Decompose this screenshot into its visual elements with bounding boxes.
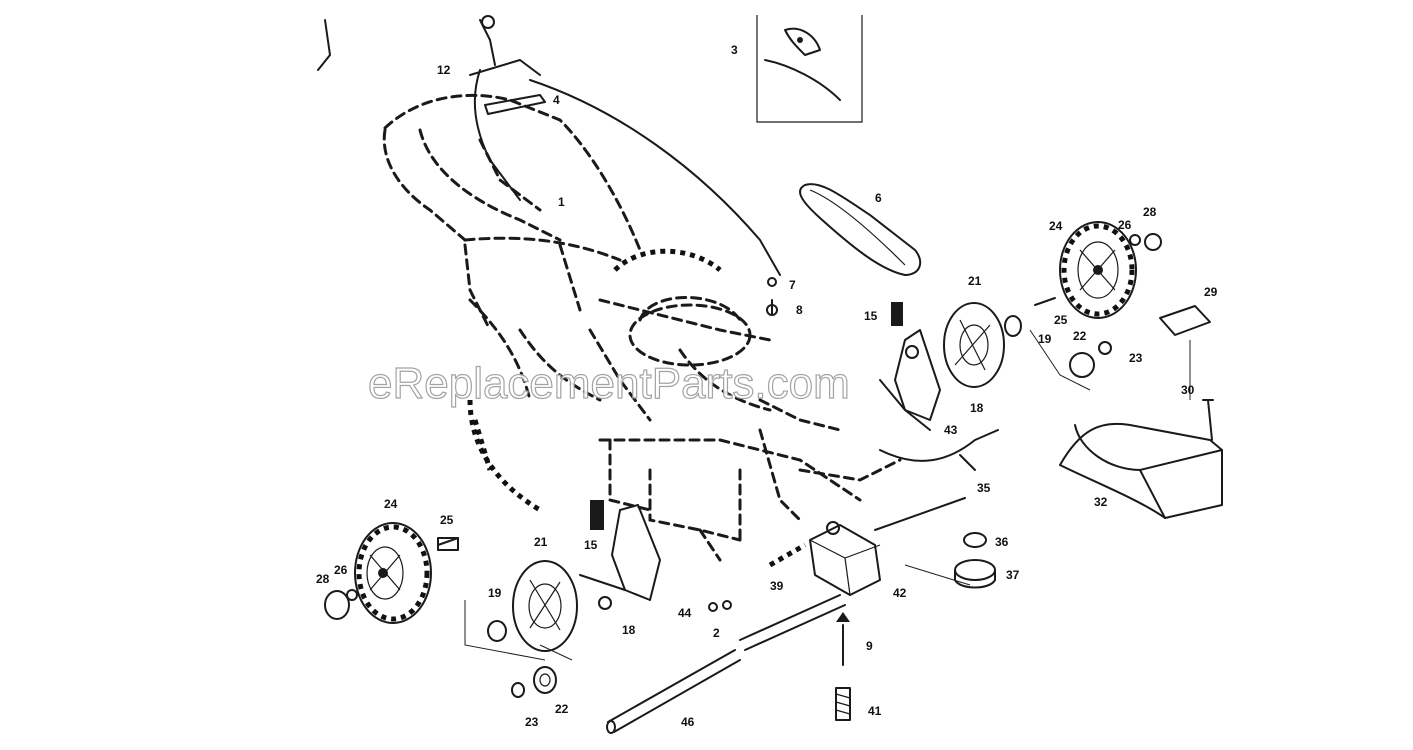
left-wheel xyxy=(354,522,432,624)
spring-39 xyxy=(768,542,807,568)
part-label-9: 9 xyxy=(866,639,873,653)
bolt-30 xyxy=(1202,399,1214,441)
part-label-4: 4 xyxy=(553,93,560,107)
part-label-25-right: 25 xyxy=(1054,313,1068,327)
part-label-26-left: 26 xyxy=(334,563,348,577)
bolt-2 xyxy=(708,600,732,612)
part-label-24-right: 24 xyxy=(1049,219,1063,233)
cable-35 xyxy=(879,429,999,471)
right-pinion-bracket xyxy=(879,329,941,431)
left-drive-gear xyxy=(512,560,578,652)
part-label-18-right: 18 xyxy=(970,401,984,415)
axle-46 xyxy=(606,649,741,734)
part-label-21-right: 21 xyxy=(968,274,982,288)
gear-22-23-left xyxy=(511,666,557,698)
part-label-37: 37 xyxy=(1006,568,1020,582)
part-label-18-left: 18 xyxy=(622,623,636,637)
part-label-42: 42 xyxy=(893,586,907,600)
part-label-44: 44 xyxy=(678,606,692,620)
rear-wheel-tread-left xyxy=(467,248,722,513)
part-label-6: 6 xyxy=(875,191,882,205)
pulley-36-37 xyxy=(954,532,996,589)
spring-15-right xyxy=(891,302,903,326)
part-label-25-left: 25 xyxy=(440,513,454,527)
part-label-43: 43 xyxy=(944,423,958,437)
part-label-19-right: 19 xyxy=(1038,332,1052,346)
part-label-7: 7 xyxy=(789,278,796,292)
blade-housing xyxy=(628,296,752,367)
right-drive-gear xyxy=(943,302,1005,388)
part-label-12: 12 xyxy=(437,63,451,77)
part-label-36: 36 xyxy=(995,535,1009,549)
bolt-9-41 xyxy=(835,612,851,721)
left-hub-parts xyxy=(324,537,507,642)
part-label-1: 1 xyxy=(558,195,565,209)
part-label-32: 32 xyxy=(1094,495,1108,509)
drive-belt xyxy=(799,183,922,276)
part-label-22-right: 22 xyxy=(1073,329,1087,343)
part-label-23-right: 23 xyxy=(1129,351,1143,365)
part-number-labels: 12 3 4 1 6 7 8 15 21 24 26 28 29 25 19 2… xyxy=(316,43,1218,729)
part-label-29: 29 xyxy=(1204,285,1218,299)
inset-control-box xyxy=(756,15,863,123)
part-label-39: 39 xyxy=(770,579,784,593)
left-pinion-bracket xyxy=(579,504,661,610)
part-label-3: 3 xyxy=(731,43,738,57)
part-label-30: 30 xyxy=(1181,383,1195,397)
right-wheel xyxy=(1059,221,1137,319)
transmission-42 xyxy=(809,521,881,596)
part-label-22-left: 22 xyxy=(555,702,569,716)
part-label-8: 8 xyxy=(796,303,803,317)
bolt-7-8 xyxy=(766,277,778,316)
drive-shaft xyxy=(739,497,966,651)
part-label-26-right: 26 xyxy=(1118,218,1132,232)
part-label-35: 35 xyxy=(977,481,991,495)
part-label-28-right: 28 xyxy=(1143,205,1157,219)
spring-15-left xyxy=(590,500,604,530)
part-label-2: 2 xyxy=(713,626,720,640)
part-label-23-left: 23 xyxy=(525,715,539,729)
mower-deck-outline xyxy=(382,93,902,562)
part-label-24-left: 24 xyxy=(384,497,398,511)
part-label-19-left: 19 xyxy=(488,586,502,600)
rear-shroud-32 xyxy=(1059,422,1223,519)
leader-lines xyxy=(464,329,1191,661)
part-label-28-left: 28 xyxy=(316,572,330,586)
right-hub-parts xyxy=(1004,233,1162,378)
part-label-41: 41 xyxy=(868,704,882,718)
part-label-15-left: 15 xyxy=(584,538,598,552)
part-label-46: 46 xyxy=(681,715,695,729)
watermark-text: eReplacementParts.com xyxy=(368,359,850,408)
plate-29 xyxy=(1159,305,1211,336)
part-label-15-right: 15 xyxy=(864,309,878,323)
handle-assembly xyxy=(317,15,781,276)
part-label-21-left: 21 xyxy=(534,535,548,549)
